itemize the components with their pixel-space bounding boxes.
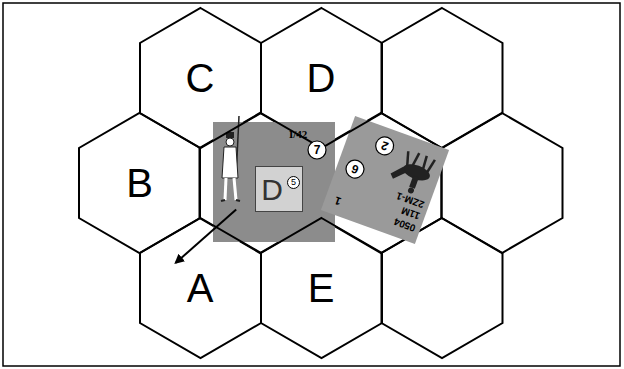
strength-value-holder: 6 bbox=[342, 156, 368, 182]
empty-hexes bbox=[200, 8, 563, 358]
strength-value: 6 bbox=[350, 162, 360, 176]
hex-letter-holder: B bbox=[79, 113, 200, 253]
disorder-marker: D5 bbox=[255, 166, 303, 212]
strength-value: 2 bbox=[379, 139, 389, 153]
hex-letter-holder: E bbox=[261, 218, 382, 358]
unit-value: 1 bbox=[333, 194, 343, 207]
hex-letter: E bbox=[308, 268, 335, 308]
frame bbox=[3, 3, 620, 366]
strength-circle: 7 bbox=[307, 140, 327, 160]
strength-value-holder: 7 bbox=[307, 140, 327, 160]
hex bbox=[382, 8, 503, 148]
unit-id: 2ZM-1 bbox=[395, 190, 426, 210]
hex-cell: C bbox=[140, 8, 261, 148]
marker-letter: D bbox=[261, 175, 283, 205]
infantry-counter: I/42 7D5 bbox=[213, 122, 335, 242]
strength-circle: 2 bbox=[372, 133, 398, 159]
horse-figure bbox=[386, 146, 436, 198]
hex bbox=[382, 218, 503, 358]
unit-id-holder: 2ZM-1 bbox=[393, 188, 426, 215]
hex-letter-holder: A bbox=[140, 218, 261, 358]
hex-cell: D bbox=[261, 8, 382, 148]
strength-value-holder: 2 bbox=[372, 133, 398, 159]
hex bbox=[442, 113, 563, 253]
cavalry-counter: 050411M2ZM-1162 bbox=[321, 116, 449, 244]
unit-value-holder: 1 bbox=[332, 193, 344, 212]
strength-circle: 6 bbox=[342, 156, 368, 182]
hex-letter-holder: C bbox=[140, 8, 261, 148]
hex-letter: D bbox=[307, 58, 336, 98]
hex-letter: A bbox=[187, 268, 214, 308]
marker-value-holder: 5 bbox=[287, 171, 300, 189]
strength-value: 7 bbox=[314, 144, 321, 156]
hex-letter-holder: D bbox=[261, 8, 382, 148]
hex-cell: A bbox=[140, 218, 261, 358]
soldier-figure bbox=[221, 116, 240, 201]
cavalry-counter-art bbox=[321, 116, 449, 244]
marker-letter-holder: D bbox=[256, 167, 288, 213]
hex-letter: B bbox=[126, 163, 153, 203]
hex-letter: C bbox=[186, 58, 215, 98]
counter-ground bbox=[213, 122, 335, 242]
unit-id: I/42 bbox=[289, 128, 307, 140]
move-arrow bbox=[176, 210, 236, 263]
marker-value: 5 bbox=[287, 176, 300, 189]
unit-id-holder: I/42 bbox=[289, 124, 307, 142]
hex-cell: E bbox=[261, 218, 382, 358]
hex-cell: B bbox=[79, 113, 200, 253]
